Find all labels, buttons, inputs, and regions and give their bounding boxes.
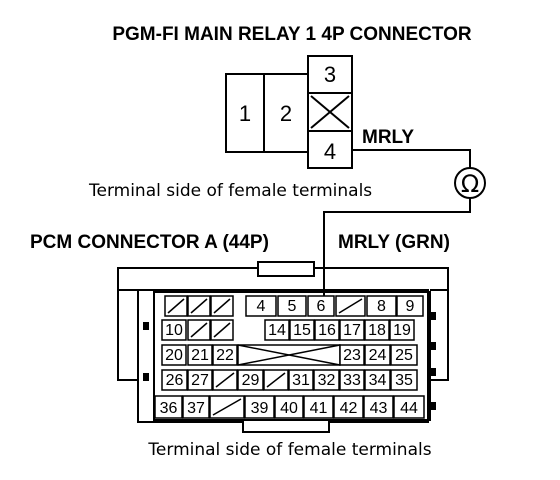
relay-wire-label: MRLY	[362, 127, 414, 148]
terminal-cell	[307, 295, 335, 317]
terminal-cell	[245, 295, 277, 317]
terminal-cell	[277, 295, 307, 317]
pcm-wire-label: MRLY (GRN)	[338, 232, 450, 253]
empty-cavity-mark	[266, 372, 286, 388]
terminal-cell	[182, 395, 210, 419]
wire-relay-to-meter	[352, 149, 471, 168]
terminal-number: 44	[400, 400, 418, 417]
terminal-number: 43	[370, 400, 388, 417]
housing-latches	[143, 312, 436, 410]
terminal-number: 21	[191, 347, 209, 364]
relay-pin-4: 4	[324, 139, 336, 164]
terminal-cell	[161, 344, 187, 366]
wire-meter-to-pcm	[323, 198, 471, 298]
terminal-cell	[237, 369, 264, 391]
empty-cavity-mark	[213, 298, 231, 314]
terminal-cell	[363, 395, 394, 419]
terminal-number: 18	[368, 322, 386, 339]
terminal-number: 35	[395, 372, 413, 389]
empty-cavity-mark	[338, 298, 363, 314]
ohm-icon: Ω	[461, 170, 479, 198]
terminal-cell	[303, 395, 334, 419]
terminal-cell	[274, 395, 304, 419]
pcm-terminal-grid: 4 5 6 8 9 10 14 15 16 17 18 19 20 21 22 23 24 25 26 27 29 31 3…	[154, 295, 425, 419]
empty-cavity-mark	[213, 322, 231, 338]
empty-cavity-mark	[167, 298, 185, 314]
terminal-cell	[161, 319, 187, 341]
terminal-number: 25	[395, 347, 413, 364]
terminal-cell	[364, 344, 391, 366]
terminal-cell	[314, 319, 340, 341]
terminal-cell	[364, 369, 391, 391]
pcm-caption: Terminal side of female terminals	[147, 440, 431, 460]
terminal-cell	[187, 344, 213, 366]
terminal-cell	[396, 295, 424, 317]
terminal-cell	[264, 319, 290, 341]
terminal-number: 4	[257, 298, 266, 315]
empty-cavity-mark	[212, 398, 242, 416]
terminal-number: 41	[310, 400, 328, 417]
empty-cavity-mark	[190, 322, 208, 338]
pcm-connector	[117, 261, 449, 433]
terminal-cell	[288, 369, 314, 391]
terminal-cell	[154, 395, 183, 419]
terminal-number: 24	[369, 347, 387, 364]
terminal-number: 39	[251, 400, 269, 417]
terminal-number: 10	[165, 322, 183, 339]
terminal-number: 8	[377, 298, 386, 315]
relay-pin-2: 2	[280, 101, 292, 126]
terminal-number: 26	[166, 372, 184, 389]
terminal-cell	[339, 319, 365, 341]
pcm-connector-title: PCM CONNECTOR A (44P)	[30, 232, 269, 253]
terminal-number: 22	[216, 347, 234, 364]
terminal-number: 34	[369, 372, 387, 389]
terminal-cell	[389, 319, 415, 341]
terminal-number: 40	[280, 400, 298, 417]
terminal-cell	[390, 344, 418, 366]
terminal-cell	[289, 319, 315, 341]
terminal-number: 37	[187, 400, 205, 417]
terminal-number: 29	[242, 372, 260, 389]
terminal-cell	[364, 319, 390, 341]
terminal-cell	[161, 369, 188, 391]
terminal-cell	[313, 369, 340, 391]
empty-cavity-mark	[190, 298, 208, 314]
relay-connector	[225, 55, 353, 169]
terminal-cell	[187, 369, 213, 391]
relay-pin-3: 3	[324, 62, 336, 87]
terminal-number: 23	[343, 347, 361, 364]
terminal-number: 20	[165, 347, 183, 364]
terminal-number: 17	[343, 322, 361, 339]
terminal-cell	[339, 369, 365, 391]
terminal-number: 6	[317, 298, 326, 315]
terminal-number: 9	[406, 298, 415, 315]
terminal-number: 36	[160, 400, 178, 417]
relay-connector-title: PGM-FI MAIN RELAY 1 4P CONNECTOR	[112, 24, 472, 45]
terminal-cell	[339, 344, 365, 366]
terminal-number: 32	[318, 372, 336, 389]
terminal-number: 5	[288, 298, 297, 315]
empty-cavity-mark	[215, 372, 235, 388]
terminal-cell	[393, 395, 425, 419]
terminal-cell	[390, 369, 418, 391]
blocked-cavity-cross	[237, 344, 341, 366]
terminal-number: 16	[318, 322, 336, 339]
terminal-cell	[366, 295, 397, 317]
relay-pin-1: 1	[239, 101, 251, 126]
terminal-number: 19	[393, 322, 411, 339]
terminal-cell	[333, 395, 364, 419]
terminal-number: 14	[268, 322, 286, 339]
terminal-cell	[212, 344, 238, 366]
terminal-number: 33	[343, 372, 361, 389]
terminal-number: 27	[191, 372, 209, 389]
terminal-number: 31	[292, 372, 310, 389]
relay-caption: Terminal side of female terminals	[88, 181, 372, 201]
terminal-number: 15	[293, 322, 311, 339]
terminal-number: 42	[340, 400, 358, 417]
terminal-cell	[244, 395, 275, 419]
